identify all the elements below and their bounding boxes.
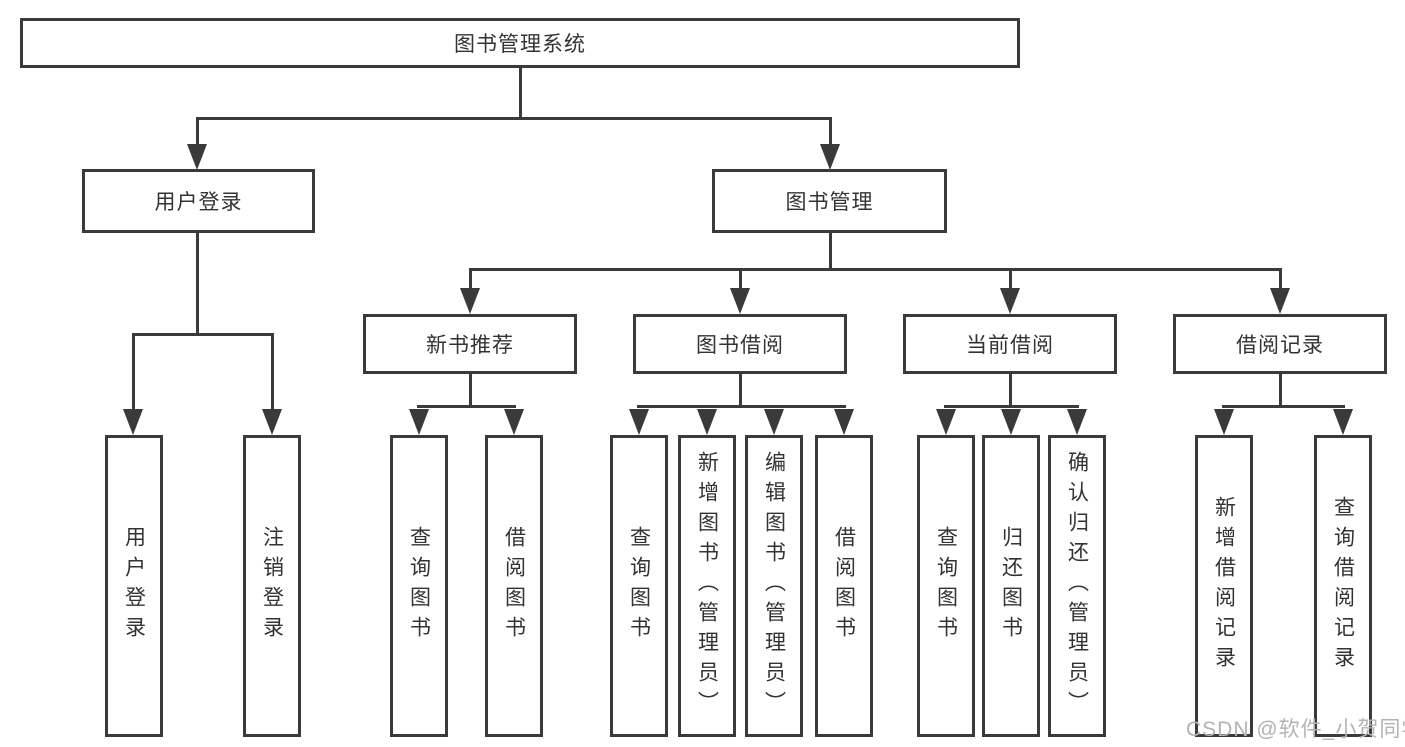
node-book-management: 图书管理	[712, 169, 947, 233]
arrow-down-icon	[1214, 409, 1234, 435]
leaf-borrow-books-recommend: 借阅图书	[485, 435, 543, 737]
leaf-logout: 注销登录	[243, 435, 301, 737]
connector-book-mgmt-stem	[829, 233, 832, 271]
node-user-login: 用户登录	[82, 169, 315, 233]
connector-user-login-stem	[196, 233, 199, 335]
connector-user-login-branch	[132, 333, 274, 336]
arrow-down-icon	[629, 409, 649, 435]
arrow-down-icon	[730, 288, 750, 314]
connector-to-current-borrow	[1009, 268, 1012, 290]
arrow-down-icon	[1270, 288, 1290, 314]
arrow-down-icon	[697, 409, 717, 435]
arrow-down-icon	[834, 409, 854, 435]
leaf-query-books-recommend: 查询图书	[390, 435, 448, 737]
arrow-down-icon	[123, 409, 143, 435]
node-book-borrow: 图书借阅	[633, 314, 847, 374]
connector-borrow-branch	[637, 405, 846, 408]
connector-recommend-stem	[469, 374, 472, 408]
connector-record-branch	[1222, 405, 1345, 408]
csdn-watermark: CSDN @软件_小贺同学	[1186, 718, 1405, 741]
connector-to-leaf-login	[132, 333, 135, 409]
leaf-edit-books-admin: 编辑图书（管理员）	[745, 435, 803, 737]
arrow-down-icon	[460, 288, 480, 314]
leaf-query-books-borrow: 查询图书	[610, 435, 668, 737]
arrow-down-icon	[820, 144, 840, 170]
connector-current-stem	[1009, 374, 1012, 408]
connector-root-stem	[519, 68, 522, 118]
connector-record-stem	[1279, 374, 1282, 408]
leaf-user-login: 用户登录	[105, 435, 163, 737]
connector-to-user-login	[196, 117, 199, 146]
arrow-down-icon	[1333, 409, 1353, 435]
arrow-down-icon	[1000, 288, 1020, 314]
connector-current-branch	[944, 405, 1079, 408]
leaf-query-borrow-record: 查询借阅记录	[1314, 435, 1372, 737]
connector-to-book-borrow	[739, 268, 742, 290]
connector-recommend-branch	[417, 405, 516, 408]
connector-book-mgmt-branch	[469, 268, 1282, 271]
connector-to-book-management	[829, 117, 832, 146]
connector-root-branch	[196, 117, 832, 120]
arrow-down-icon	[936, 409, 956, 435]
arrow-down-icon	[504, 409, 524, 435]
arrow-down-icon	[262, 409, 282, 435]
arrow-down-icon	[409, 409, 429, 435]
leaf-add-books-admin: 新增图书（管理员）	[678, 435, 736, 737]
connector-borrow-stem	[739, 374, 742, 408]
node-library-management-system: 图书管理系统	[20, 18, 1020, 68]
arrow-down-icon	[1067, 409, 1087, 435]
arrow-down-icon	[764, 409, 784, 435]
connector-to-borrow-record	[1279, 268, 1282, 290]
leaf-query-books-current: 查询图书	[917, 435, 975, 737]
node-borrow-record: 借阅记录	[1173, 314, 1387, 374]
connector-to-leaf-logout	[271, 333, 274, 409]
leaf-confirm-return-admin: 确认归还（管理员）	[1048, 435, 1106, 737]
leaf-add-borrow-record: 新增借阅记录	[1195, 435, 1253, 737]
node-new-book-recommend: 新书推荐	[363, 314, 577, 374]
leaf-return-books: 归还图书	[982, 435, 1040, 737]
leaf-borrow-books: 借阅图书	[815, 435, 873, 737]
arrow-down-icon	[187, 144, 207, 170]
arrow-down-icon	[1001, 409, 1021, 435]
node-current-borrow: 当前借阅	[903, 314, 1117, 374]
connector-to-new-book	[469, 268, 472, 290]
